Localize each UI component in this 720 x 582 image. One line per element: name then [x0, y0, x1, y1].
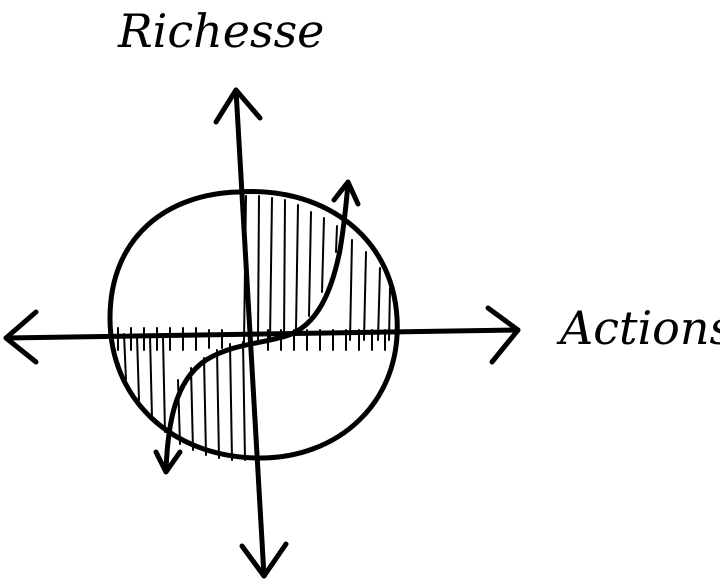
x-axis — [3, 305, 521, 365]
y-axis — [213, 87, 289, 579]
hatching-upper-right — [243, 195, 391, 343]
x-axis-right-arrowhead — [485, 305, 521, 365]
hatching-lower-left — [123, 333, 246, 461]
x-axis-label: Actions — [560, 301, 720, 355]
s-curve — [153, 179, 361, 475]
y-axis-top-arrowhead — [213, 87, 263, 125]
x-axis-line — [3, 327, 521, 341]
s-curve-line — [163, 181, 351, 473]
s-curve-top-arrowhead — [331, 179, 361, 207]
x-axis-left-arrowhead — [3, 309, 39, 365]
y-axis-label: Richesse — [118, 4, 325, 58]
s-curve-bottom-arrowhead — [153, 449, 183, 475]
y-axis-line — [233, 87, 267, 579]
y-axis-bottom-arrowhead — [239, 541, 289, 579]
